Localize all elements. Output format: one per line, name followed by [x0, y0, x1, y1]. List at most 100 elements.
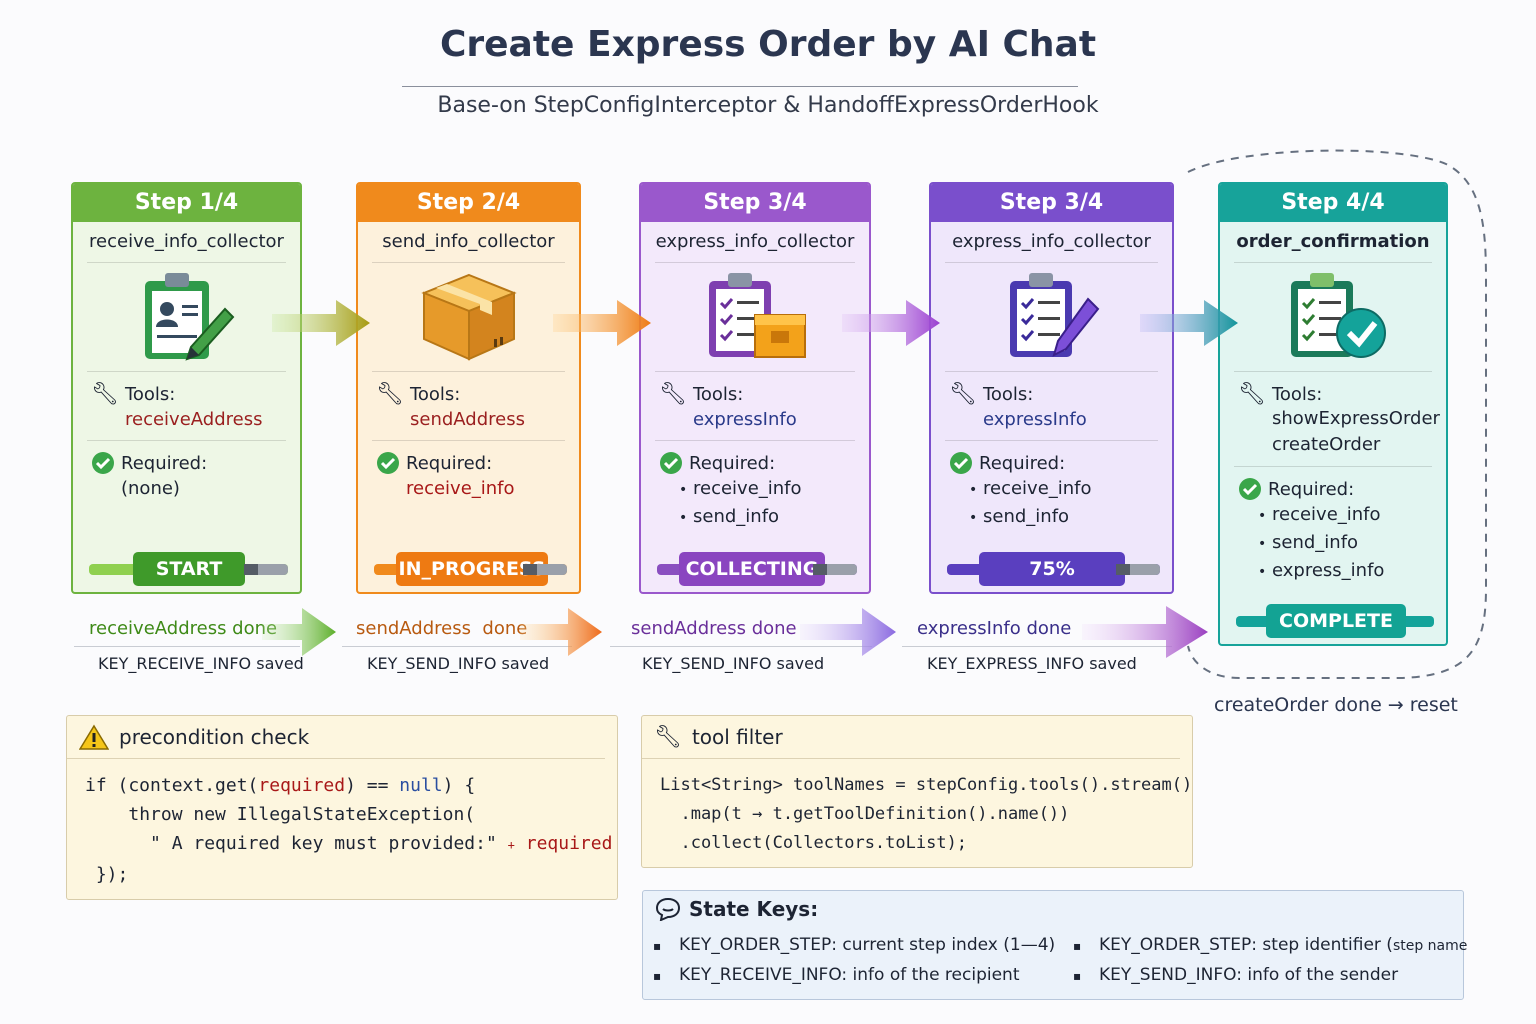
required-label: Required:: [689, 452, 776, 474]
check-circle-icon: [950, 452, 972, 474]
status-badge: COMPLETE: [1266, 604, 1406, 638]
tool-name: showExpressOrder: [1272, 408, 1440, 429]
check-circle-icon: [1239, 478, 1261, 500]
flow-arrow-2: [553, 300, 651, 346]
required-item: receive_info: [659, 475, 855, 503]
tool-filter-panel: 🔧︎ tool filter List<String> toolNames = …: [641, 715, 1193, 868]
tool-filter-code: List<String> toolNames = stepConfig.tool…: [660, 775, 1193, 853]
required-label: Required:: [979, 452, 1066, 474]
transition-divider: [74, 646, 300, 647]
status-badge: START: [133, 552, 245, 586]
wrench-icon: 🔧︎: [654, 724, 682, 750]
precondition-title: precondition check: [119, 725, 310, 749]
transition-arrow-3: [800, 608, 896, 656]
step-agent-name: receive_info_collector: [87, 222, 286, 263]
step-header: Step 1/4: [73, 184, 300, 222]
transition-arrow-2: [520, 608, 602, 656]
transition-divider: [902, 646, 1172, 647]
step-header: Step 3/4: [931, 184, 1172, 222]
required-value: receive_info: [406, 478, 515, 499]
required-item: receive_info: [1238, 501, 1432, 529]
step-agent-name: express_info_collector: [945, 222, 1158, 263]
status-badge: IN_PROGRESS: [396, 552, 548, 586]
warning-icon: [79, 724, 109, 750]
transition-arrow-4: [1082, 606, 1208, 658]
transition-done-label: sendAddress done: [631, 618, 797, 639]
step-agent-name: express_info_collector: [655, 222, 855, 263]
precondition-code: if (context.get(required) == null) { thr…: [85, 775, 613, 885]
flow-arrow-1: [272, 300, 370, 346]
tools-label: Tools:: [982, 383, 1034, 405]
precondition-check-panel: precondition check if (context.get(requi…: [66, 715, 618, 900]
transition-done-label: expressInfo done: [917, 618, 1072, 639]
chat-bubble-icon: [655, 897, 681, 921]
step-card-3: Step 3/4 express_info_collector 🔧︎Tools:…: [639, 182, 871, 594]
check-circle-icon: [660, 452, 682, 474]
state-keys-title: State Keys:: [689, 897, 819, 921]
check-circle-icon: [377, 452, 399, 474]
tool-name: receiveAddress: [125, 409, 263, 430]
required-item: express_info: [1238, 557, 1432, 585]
step-header: Step 2/4: [358, 184, 579, 222]
flow-arrow-3: [842, 300, 940, 346]
transition-divider: [342, 646, 572, 647]
step-card-4: Step 3/4 express_info_collector 🔧︎Tools:…: [929, 182, 1174, 594]
tools-label: Tools:: [1271, 383, 1323, 405]
required-value: (none): [121, 478, 180, 499]
check-circle-icon: [92, 452, 114, 474]
title-divider: [402, 86, 1078, 87]
state-key-item: KEY_ORDER_STEP: step identifier (step na…: [1073, 935, 1467, 955]
step-card-2: Step 2/4 send_info_collector 🔧︎Tools: se…: [356, 182, 581, 594]
wrench-icon: 🔧︎: [91, 381, 119, 407]
reset-loop-outline: [1187, 149, 1487, 679]
step-agent-name: order_confirmation: [1234, 222, 1432, 263]
checklist-check-icon: [1291, 273, 1386, 358]
transition-saved-label: KEY_SEND_INFO saved: [367, 654, 550, 673]
flow-arrow-4: [1140, 300, 1238, 346]
package-box-icon: [420, 273, 517, 361]
wrench-icon: 🔧︎: [376, 381, 404, 407]
transition-arrow-1: [262, 608, 336, 656]
reset-label: createOrder done → reset: [1214, 694, 1458, 716]
step-card-1: Step 1/4 receive_info_collector 🔧︎Tools:…: [71, 182, 302, 594]
step-header: Step 3/4: [641, 184, 869, 222]
tool-name: createOrder: [1272, 434, 1381, 455]
transition-saved-label: KEY_EXPRESS_INFO saved: [927, 654, 1137, 673]
required-item: send_info: [949, 503, 1158, 531]
wrench-icon: 🔧︎: [949, 381, 977, 407]
required-label: Required:: [406, 452, 493, 474]
required-item: send_info: [659, 503, 855, 531]
tools-label: Tools:: [409, 383, 461, 405]
required-label: Required:: [121, 452, 208, 474]
transition-done-label: sendAddress done: [356, 618, 528, 639]
wrench-icon: 🔧︎: [1238, 381, 1266, 407]
checklist-pencil-icon: [1009, 273, 1099, 357]
clipboard-contact-icon: [144, 273, 234, 361]
transition-divider: [610, 646, 872, 647]
wrench-icon: 🔧︎: [659, 381, 687, 407]
required-label: Required:: [1268, 478, 1355, 500]
required-item: send_info: [1238, 529, 1432, 557]
checklist-folder-icon: [709, 273, 806, 358]
transition-saved-label: KEY_SEND_INFO saved: [642, 654, 825, 673]
tool-filter-title: tool filter: [691, 725, 783, 749]
state-key-item: KEY_ORDER_STEP: current step index (1—4): [653, 935, 1055, 955]
tool-name: sendAddress: [410, 409, 525, 430]
state-keys-panel: State Keys: KEY_ORDER_STEP: current step…: [642, 890, 1467, 1000]
tools-label: Tools:: [692, 383, 744, 405]
transition-saved-label: KEY_RECEIVE_INFO saved: [98, 654, 304, 673]
tools-label: Tools:: [124, 383, 176, 405]
status-badge: 75%: [979, 552, 1125, 586]
state-key-item: KEY_SEND_INFO: info of the sender: [1073, 965, 1398, 985]
step-header: Step 4/4: [1220, 184, 1446, 222]
status-badge: COLLECTING: [679, 552, 825, 586]
state-key-item: KEY_RECEIVE_INFO: info of the recipient: [653, 965, 1019, 985]
required-item: receive_info: [949, 475, 1158, 503]
page-subtitle: Base-on StepConfigInterceptor & HandoffE…: [437, 93, 1099, 118]
step-agent-name: send_info_collector: [372, 222, 565, 263]
page-title: Create Express Order by AI Chat: [439, 24, 1097, 65]
tool-name: expressInfo: [983, 409, 1087, 430]
tool-name: expressInfo: [693, 409, 797, 430]
step-card-5: Step 4/4 order_confirmation 🔧︎Tools: sho…: [1218, 182, 1448, 646]
transition-done-label: receiveAddress done: [89, 618, 278, 639]
